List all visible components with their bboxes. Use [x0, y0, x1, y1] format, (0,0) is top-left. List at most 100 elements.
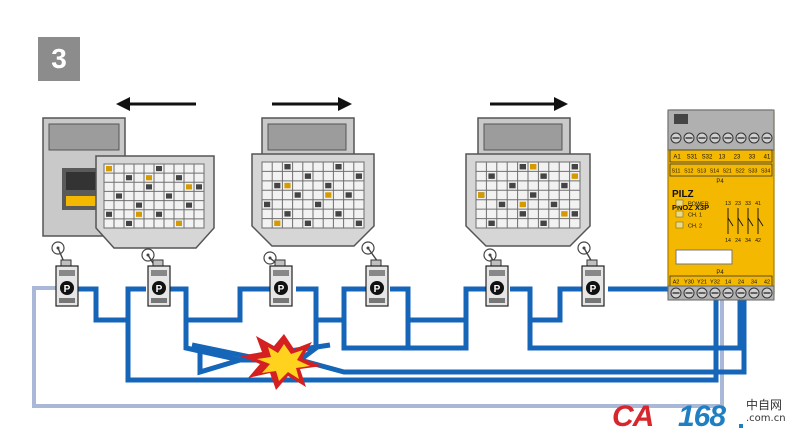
guard-switch: P	[581, 259, 605, 307]
relay-mid-block-label: P4	[716, 179, 724, 185]
terminal-label: 13	[725, 201, 731, 207]
watermark-logo: CA 168 中自网 .com.cn	[612, 396, 792, 433]
hinge-pivot	[577, 241, 593, 263]
terminal-screw	[683, 287, 695, 299]
terminal-label: 13	[719, 155, 726, 161]
terminal-label: S12	[684, 169, 693, 175]
terminal-screw	[748, 287, 760, 299]
direction-arrows	[116, 97, 568, 111]
terminal-label: 33	[745, 201, 751, 207]
relay-top-screws	[670, 132, 773, 144]
guard-switch: P	[147, 259, 171, 307]
terminal-screw	[761, 287, 773, 299]
terminal-label: S21	[723, 169, 732, 175]
watermark-url: .com.cn	[746, 413, 786, 424]
guard-switch: P	[365, 259, 389, 307]
terminal-screw	[722, 132, 734, 144]
terminal-screw	[670, 132, 682, 144]
relay-contact-labels: 13 23 33 41 14 24 34 42	[725, 201, 761, 244]
terminal-label: 24	[738, 280, 744, 286]
terminal-label: 34	[745, 238, 751, 244]
terminal-label: A2	[673, 280, 680, 286]
relay-contact-schematic	[724, 198, 768, 246]
terminal-screw	[722, 287, 734, 299]
switch-symbol: P	[156, 284, 163, 295]
terminal-screw	[696, 132, 708, 144]
terminal-label: 41	[764, 155, 771, 161]
terminal-screw	[709, 287, 721, 299]
switch-symbol: P	[494, 284, 501, 295]
watermark-brand-blue: 168	[678, 400, 726, 433]
terminal-label: 14	[725, 238, 731, 244]
guard-grilles	[103, 161, 581, 229]
terminal-label: 34	[751, 280, 757, 286]
led-indicator: POWER	[675, 199, 709, 208]
watermark-dot	[739, 424, 743, 428]
grille-window	[103, 163, 205, 229]
watermark-brand-red: CA	[612, 400, 654, 433]
switch-symbol: P	[590, 284, 597, 295]
terminal-label: Y30	[684, 280, 694, 286]
terminal-label: 14	[725, 280, 731, 286]
hinge-pivot	[141, 248, 157, 269]
dark-wires	[78, 286, 747, 383]
terminal-label: 42	[764, 280, 770, 286]
light-return-wire	[32, 286, 724, 408]
terminal-screw	[696, 287, 708, 299]
relay-led-panel: POWER CH. 1 CH. 2	[675, 199, 709, 230]
switch-symbol: P	[278, 284, 285, 295]
led-indicator: CH. 2	[675, 221, 702, 230]
terminal-screw	[709, 132, 721, 144]
relay-brand: PILZ	[672, 189, 694, 200]
terminal-label: 42	[755, 238, 761, 244]
guard-switch: P	[269, 259, 293, 307]
led-label: POWER	[688, 202, 709, 208]
terminal-screw	[748, 132, 760, 144]
grille-window	[261, 161, 365, 229]
short-circuit-burst	[240, 334, 322, 390]
terminal-label: S22	[735, 169, 744, 175]
grille-window	[475, 161, 581, 229]
switch-symbol: P	[374, 284, 381, 295]
relay-model: PNOZ X3P	[672, 203, 709, 212]
relay-bottom-screws	[670, 287, 773, 299]
terminal-label: S31	[687, 155, 698, 161]
terminal-label: S34	[761, 169, 770, 175]
led-label: CH. 1	[688, 213, 702, 219]
terminal-label: S13	[697, 169, 706, 175]
terminal-label: 23	[735, 201, 741, 207]
switch-symbol: P	[64, 284, 71, 295]
step-badge: 3	[38, 37, 80, 81]
terminal-label: Y32	[710, 280, 720, 286]
terminal-screw	[683, 132, 695, 144]
terminal-label: 41	[755, 201, 761, 207]
terminal-label: 33	[749, 155, 756, 161]
guard-switch: P	[485, 259, 509, 307]
watermark-cn-text: 中自网	[746, 398, 783, 412]
terminal-label: S11	[672, 169, 681, 175]
terminal-label: Y21	[697, 280, 707, 286]
arrow-right	[272, 97, 352, 111]
hinge-pivot	[51, 241, 65, 263]
terminal-label: 23	[734, 155, 741, 161]
terminal-screw	[735, 287, 747, 299]
terminal-label: S14	[710, 169, 719, 175]
led-indicator: CH. 1	[675, 210, 702, 219]
arrow-left	[116, 97, 196, 111]
led-label: CH. 2	[688, 224, 702, 230]
terminal-label: S33	[748, 169, 757, 175]
terminal-screw	[735, 132, 747, 144]
guard-switch: P	[55, 259, 79, 307]
relay-bottom-block-label: P4	[716, 270, 724, 276]
hinge-pivot	[361, 241, 379, 263]
terminal-screw	[670, 287, 682, 299]
terminal-screw	[761, 132, 773, 144]
terminal-label: A1	[673, 155, 681, 161]
terminal-label: 24	[735, 238, 741, 244]
